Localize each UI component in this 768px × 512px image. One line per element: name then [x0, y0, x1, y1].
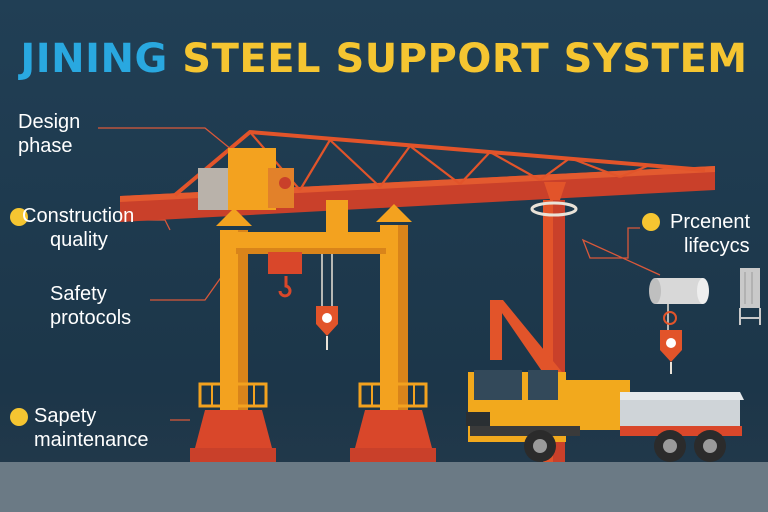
label-design-line2: phase — [18, 135, 73, 157]
label-design-phase: Design phase — [18, 110, 80, 158]
construction-bullet-icon — [10, 208, 28, 226]
steel-cylinder — [649, 278, 709, 304]
hook-block-left — [316, 254, 338, 350]
right-gantry-leg — [350, 204, 436, 462]
leader-line-safety — [150, 275, 223, 301]
left-gantry-leg — [190, 208, 276, 462]
label-lifecycle: Prcenent lifecycs — [670, 210, 750, 258]
hook-block-right — [660, 290, 682, 374]
trolley-box — [198, 148, 294, 210]
steel-panel — [739, 268, 761, 325]
label-maintenance-line2: maintenance — [34, 429, 149, 451]
label-safety-line2: protocols — [50, 307, 132, 329]
label-lifecycle-line1: Prcenent — [670, 211, 751, 233]
maintenance-bullet-icon — [10, 408, 28, 426]
label-maintenance-line1: Sapety — [34, 405, 97, 427]
title-part-jining: JINING — [20, 36, 168, 82]
label-design-line1: Design — [18, 111, 81, 133]
leader-line-construction — [130, 219, 171, 231]
leader-line-design — [98, 127, 233, 151]
label-construction-line2: quality — [50, 229, 108, 251]
ground-strip — [0, 462, 768, 512]
title-part-steel-support-system: STEEL SUPPORT SYSTEM — [182, 36, 748, 82]
label-construction-line1: Construction — [22, 205, 135, 227]
label-safety-maintenance: Sapety maintenance — [34, 404, 149, 452]
label-safety-protocols: Safety protocols — [50, 282, 131, 330]
leader-line-lifecycle — [581, 227, 661, 276]
label-construction-quality: Construction quality — [22, 204, 134, 252]
page-title: JINING STEEL SUPPORT SYSTEM — [0, 36, 768, 82]
crane-truck — [466, 300, 744, 462]
label-lifecycle-line2: lifecycs — [684, 235, 750, 257]
yellow-crossbeam — [236, 200, 386, 298]
leader-lines — [98, 127, 661, 421]
label-safety-line1: Safety — [50, 283, 107, 305]
lifecycle-bullet-icon — [642, 213, 660, 231]
